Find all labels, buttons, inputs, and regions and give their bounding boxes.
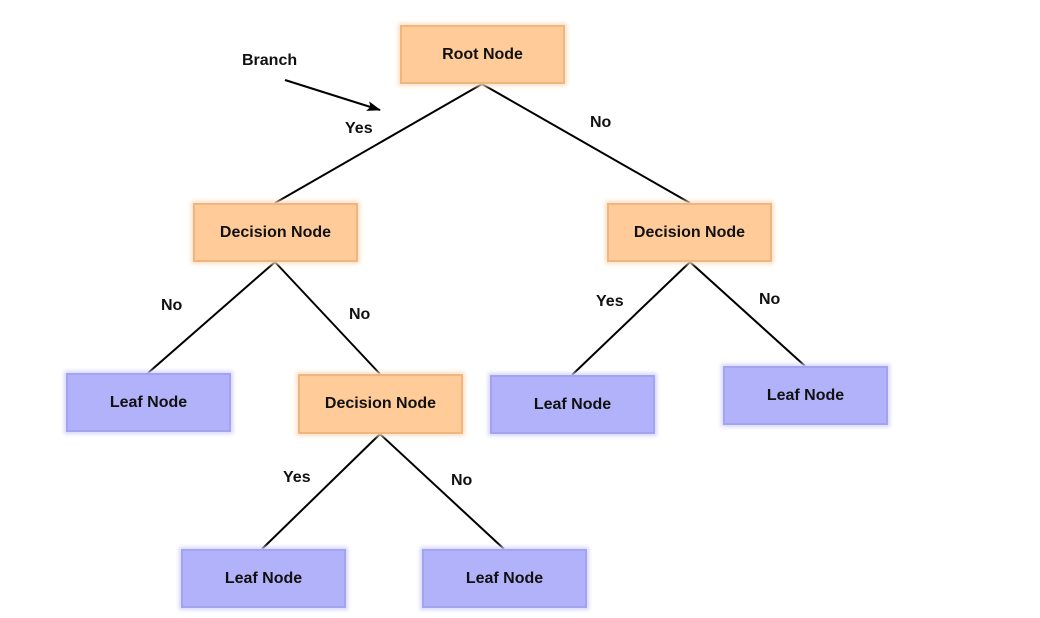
edge-label-mid-leaf-1: Yes (283, 469, 311, 486)
edge-label-root-left: Yes (345, 120, 373, 137)
decision-node-mid: Decision Node (298, 374, 463, 434)
edge-label-right-leaf-2: No (759, 291, 781, 308)
edge-label-left-leaf: No (161, 297, 183, 314)
branch-annotation: Branch (242, 52, 298, 69)
edge-label-right-leaf-1: Yes (596, 293, 624, 310)
edge-decision-left-to-leaf-left (147, 261, 276, 374)
edge-decision-mid-to-leaf-bottom-2 (379, 433, 505, 550)
edge-label-root-right: No (590, 114, 612, 131)
root-node: Root Node (400, 25, 565, 84)
edge-decision-right-to-leaf-right-1 (571, 261, 691, 376)
leaf-node-left: Leaf Node (66, 373, 231, 432)
edge-label-left-mid: No (349, 306, 371, 323)
decision-node-right: Decision Node (607, 203, 772, 262)
decision-node-left: Decision Node (193, 203, 358, 262)
edge-root-to-decision-right (481, 83, 691, 204)
leaf-node-bottom-2: Leaf Node (422, 549, 587, 608)
edge-decision-mid-to-leaf-bottom-1 (261, 433, 381, 550)
leaf-node-right-2: Leaf Node (723, 366, 888, 425)
edge-decision-right-to-leaf-right-2 (689, 261, 806, 367)
edge-label-mid-leaf-2: No (451, 472, 473, 489)
leaf-node-bottom-1: Leaf Node (181, 549, 346, 608)
edge-decision-left-to-decision-mid (274, 261, 381, 375)
leaf-node-right-1: Leaf Node (490, 375, 655, 434)
branch-arrow (284, 79, 381, 111)
edge-root-to-decision-left (274, 83, 483, 204)
